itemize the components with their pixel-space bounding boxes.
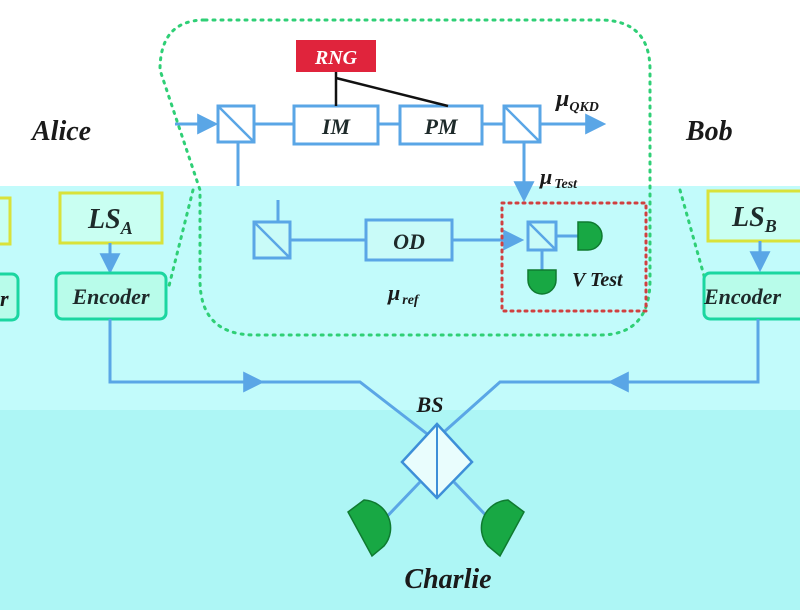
- laser-source-b: LSB: [706, 189, 800, 243]
- intensity-modulator: IM: [292, 104, 380, 146]
- frame-connector-left: [166, 188, 195, 292]
- rng-to-pm-line: [335, 76, 449, 108]
- beam-splitter-icon: [216, 104, 256, 144]
- beam-splitter-icon: [502, 104, 542, 144]
- beam-splitter-icon: [526, 220, 558, 252]
- frame-connector-right: [678, 188, 710, 292]
- test-module-frame: [158, 18, 652, 337]
- ls-a-label: LSA: [87, 204, 133, 238]
- encoder-b-label: Encoder: [703, 284, 781, 309]
- beam-splitter-icon: [400, 422, 474, 500]
- left-cut-encoder-box: [0, 272, 20, 322]
- bob-label: Bob: [685, 116, 733, 147]
- photodetector-icon: [577, 221, 603, 251]
- left-cut-ls-box: [0, 196, 12, 246]
- encoder-a-label: Encoder: [72, 284, 150, 309]
- beam-splitter-icon: [252, 220, 292, 260]
- bob-to-bs-fiber: [434, 319, 760, 442]
- charlie-label: Charlie: [404, 564, 491, 595]
- ls-b-label: LSB: [731, 202, 777, 236]
- pm-label: PM: [424, 114, 459, 139]
- random-number-generator: RNG: [296, 40, 376, 72]
- alice-to-bs-fiber: [108, 319, 436, 442]
- alice-label: Alice: [30, 116, 91, 147]
- phase-modulator: PM: [398, 104, 484, 146]
- v-test-frame: [500, 201, 648, 313]
- bs-label: BS: [416, 392, 444, 417]
- im-label: IM: [321, 114, 352, 139]
- mu-qkd-label: μQKD: [554, 86, 599, 115]
- rng-label: RNG: [314, 47, 358, 69]
- photodetector-icon: [527, 269, 557, 295]
- laser-source-a: LSA: [58, 191, 164, 245]
- encoder-b: Encoder: [702, 271, 800, 321]
- photodetector-icon: [347, 499, 392, 558]
- background-bottom: [0, 410, 800, 610]
- left-cut-letter: r: [0, 286, 9, 311]
- optical-delay: OD: [364, 218, 454, 262]
- photodetector-icon: [480, 499, 525, 558]
- v-test-label: V Test: [572, 269, 624, 291]
- encoder-a: Encoder: [54, 271, 168, 321]
- od-label: OD: [393, 229, 425, 254]
